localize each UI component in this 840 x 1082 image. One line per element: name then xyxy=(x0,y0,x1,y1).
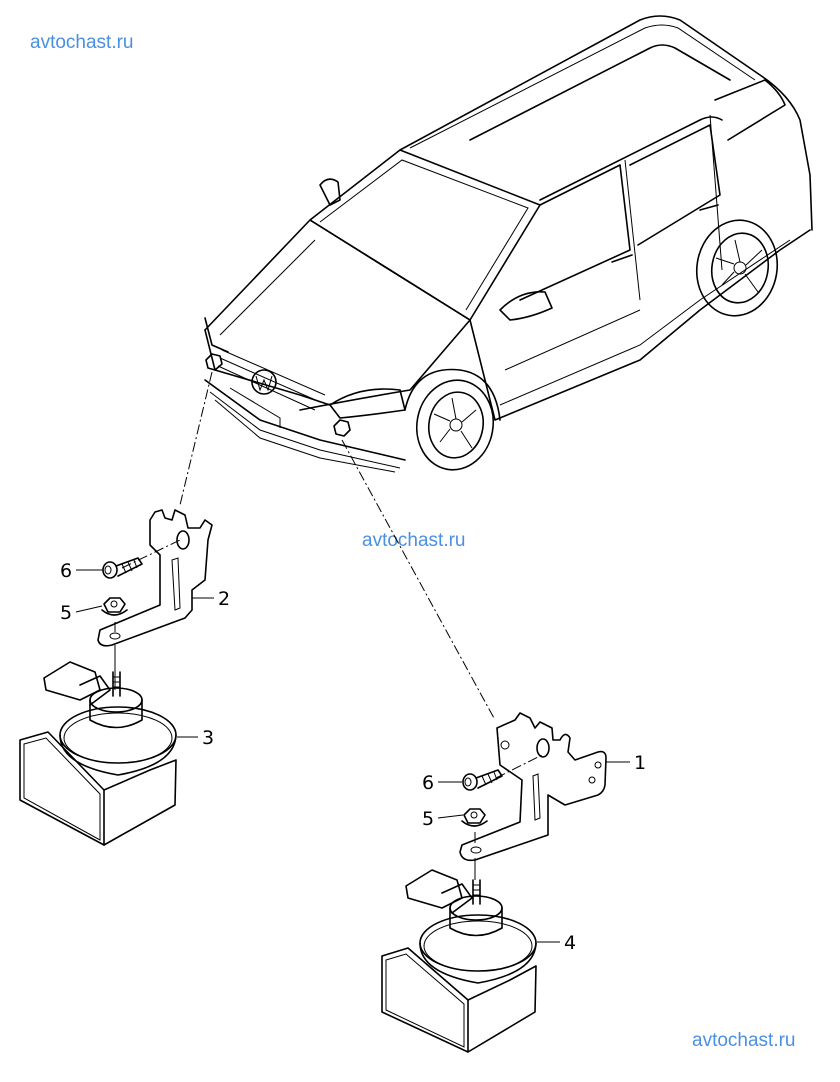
callout-5-left: 5 xyxy=(60,602,72,624)
leader-line-right xyxy=(341,439,496,721)
callout-1: 1 xyxy=(634,752,646,774)
callout-3: 3 xyxy=(202,727,214,749)
leader-line-left xyxy=(179,371,213,506)
nut-5-right xyxy=(461,808,488,827)
bracket-1 xyxy=(459,712,607,862)
car-illustration xyxy=(204,15,813,473)
watermark-bottom-right: avtochast.ru xyxy=(692,1030,796,1051)
watermark-top-left: avtochast.ru xyxy=(30,32,134,53)
callouts-right: 6 5 1 4 xyxy=(422,752,646,954)
callout-5-right: 5 xyxy=(422,808,434,830)
horn-4 xyxy=(381,869,537,1053)
horn-3 xyxy=(19,661,177,846)
watermark-center: avtochast.ru xyxy=(362,530,466,551)
callout-2: 2 xyxy=(218,588,230,610)
bolt-6-right xyxy=(462,769,503,791)
nut-5-left xyxy=(101,597,128,616)
mount-point-right xyxy=(333,419,351,437)
callout-6-left: 6 xyxy=(60,560,72,582)
bracket-2 xyxy=(97,509,213,647)
mount-point-left xyxy=(205,353,223,371)
vw-logo-icon xyxy=(251,369,277,395)
callout-6-right: 6 xyxy=(422,772,434,794)
callout-4: 4 xyxy=(564,932,576,954)
callouts-left: 6 5 2 3 xyxy=(60,560,230,749)
